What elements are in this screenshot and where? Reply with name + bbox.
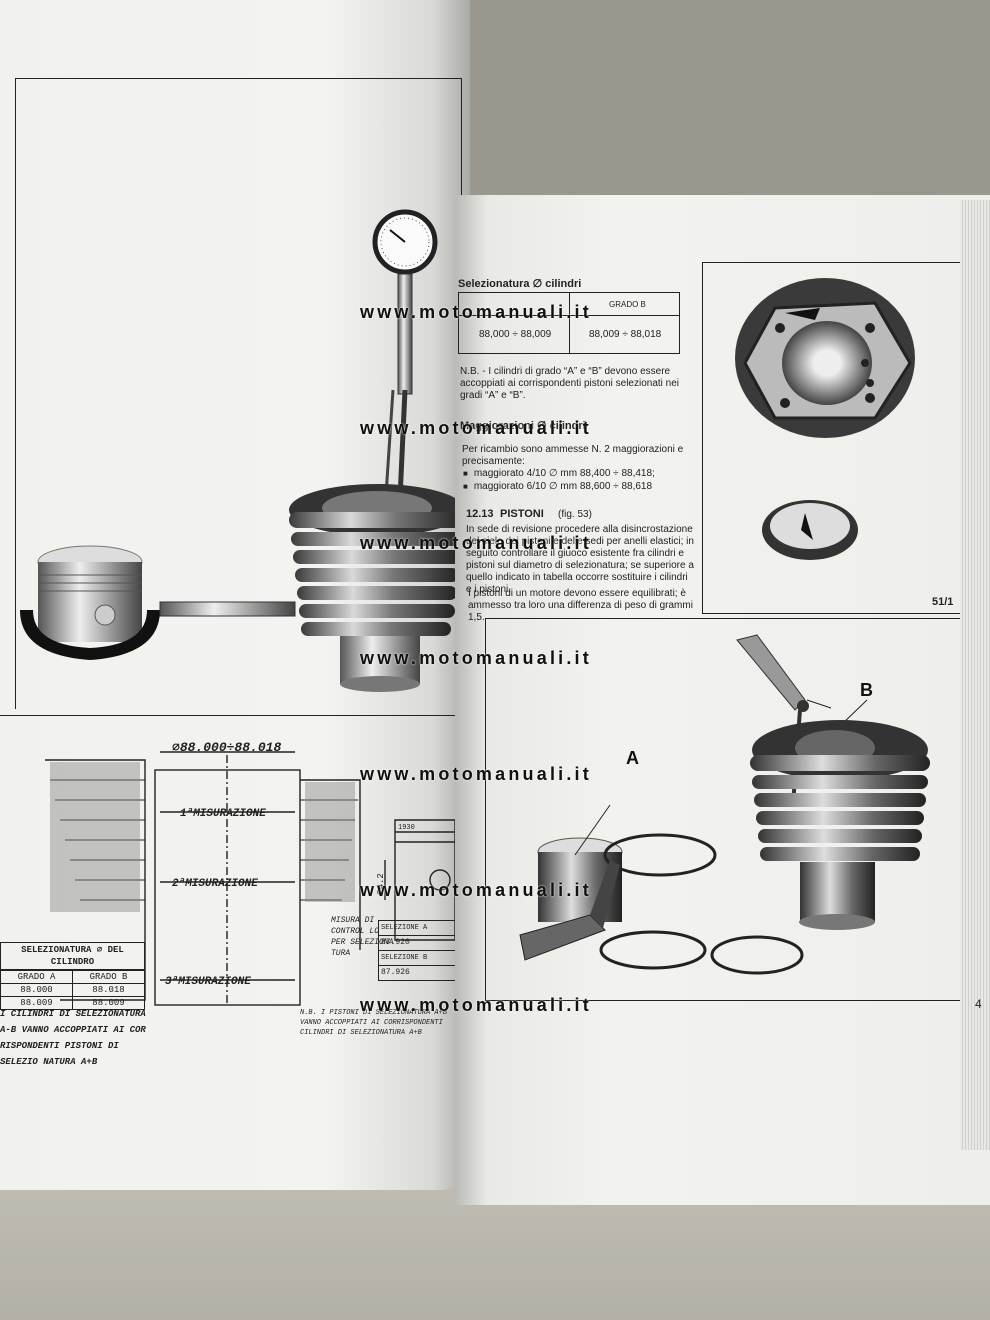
label-b: B (860, 680, 873, 700)
figure-number: 51/1 (932, 596, 954, 608)
label-a: A (626, 748, 639, 768)
oversize-item: maggiorato 6/10 ∅ mm 88,600 ÷ 88,618 (463, 481, 652, 493)
watermark: www.motomanuali.it (360, 418, 592, 438)
page-number: 4 (975, 997, 982, 1011)
piston-selection-header: SELEZIONE A (378, 920, 456, 936)
diameter-label: ∅88.000÷88.018 (172, 740, 282, 755)
watermark: www.motomanuali.it (360, 302, 592, 322)
figure-frame-51 (702, 262, 960, 614)
measuring-photo (20, 209, 460, 692)
cylinder-selection-table: SELEZIONATURA ∅ DEL CILINDRO GRADO A GRA… (0, 942, 145, 1010)
piston-selection-row: SELEZIONE B (378, 951, 456, 966)
measure-3-label: 3ªMISURAZIONE (165, 976, 251, 988)
table-cell: 88.009 (72, 996, 145, 1010)
measure-2-label: 2ªMISURAZIONE (172, 878, 258, 890)
piston-top-label: 1930 (398, 824, 415, 832)
grade-b-header: GRADO B (72, 970, 145, 984)
figure-frame-53 (485, 618, 960, 1001)
measure-1-label: 1ªMISURAZIONE (180, 808, 266, 820)
page-stack-edge (960, 200, 990, 1150)
table-cell: 88.000 (0, 983, 73, 997)
cylinder-section-diagram (45, 751, 456, 1006)
piston-selection-table: SELEZIONE A 87.920 SELEZIONE B 87.926 (378, 920, 456, 981)
grade-b-value: 88,009 ÷ 88,018 (589, 329, 662, 340)
pistons-note: N.B. I PISTONI DI SELEZIONATURA A+B VANN… (300, 1009, 448, 1037)
piston-ring-photo (519, 634, 930, 975)
grade-a-value: 88,000 ÷ 88,009 (479, 329, 552, 340)
cylinder-note: I CILINDRI DI SELEZIONATURA A-B VANNO AC… (0, 1009, 146, 1067)
watermark: www.motomanuali.it (360, 533, 592, 553)
watermark: www.motomanuali.it (360, 880, 592, 900)
section-ref: (fig. 53) (558, 509, 592, 520)
grade-b-header: GRADO B (609, 300, 646, 309)
control-note: MISURA DI CONTROL LO PER SELEZIONA TURA (331, 916, 394, 958)
watermark: www.motomanuali.it (360, 648, 592, 668)
table-cell: 88.018 (72, 983, 145, 997)
pistons-text: In sede di revisione procedere alla disi… (466, 524, 694, 595)
left-page: ∅88.000÷88.018 1ªMISURAZIONE 2ªMISURAZIO… (0, 0, 470, 1190)
watermark: www.motomanuali.it (360, 764, 592, 784)
piston-selection-row: 87.920 (378, 936, 456, 951)
cylinder-photo (289, 484, 460, 692)
piston-selection-row: 87.926 (378, 966, 456, 981)
oversize-item: maggiorato 4/10 ∅ mm 88,400 ÷ 88,418; (463, 468, 655, 480)
dial-gauge (372, 209, 438, 521)
oversize-heading: Maggiorazioni ∅ cilindri (460, 420, 586, 432)
balance-text: I pistoni di un motore devono essere equ… (468, 588, 693, 623)
watermark: www.motomanuali.it (360, 995, 592, 1015)
oversize-intro: Per ricambio sono ammesse N. 2 maggioraz… (462, 444, 684, 467)
section-title: PISTONI (500, 508, 544, 520)
cylinder-grade-table: GRADO B 88,000 ÷ 88,009 88,009 ÷ 88,018 (458, 292, 680, 354)
selection-heading: Selezionatura ∅ cilindri (458, 278, 582, 290)
cylinder-selection-title: SELEZIONATURA ∅ DEL CILINDRO (0, 942, 145, 970)
piston-micrometer-photo (20, 545, 296, 660)
grade-a-header: GRADO A (0, 970, 73, 984)
nb-text: N.B. - I cilindri di grado “A” e “B” dev… (460, 366, 680, 401)
section-number: 12.13 (466, 508, 494, 520)
cylinder-top-photo (735, 278, 915, 560)
